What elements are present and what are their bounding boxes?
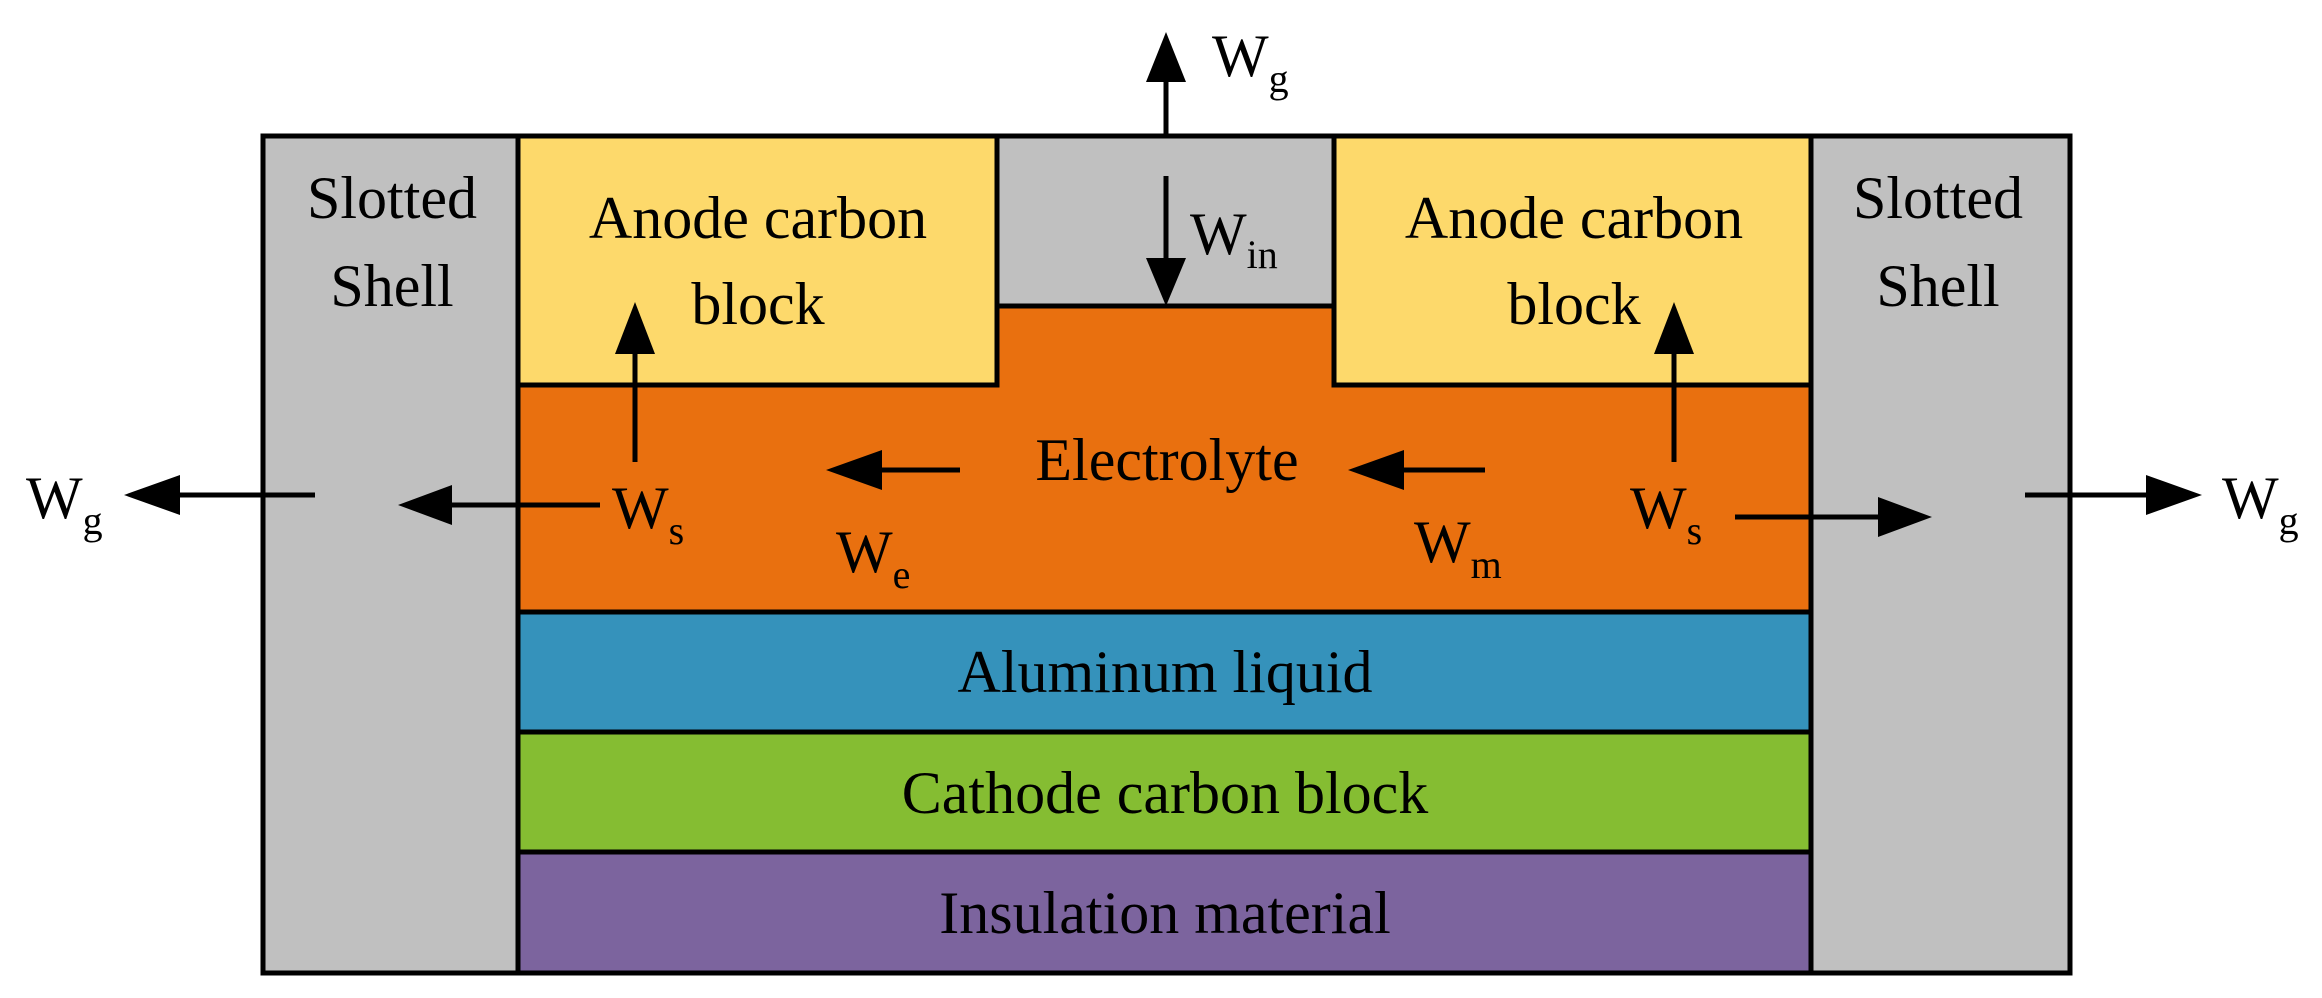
flow-symbol-wm: Wm	[1414, 509, 1502, 587]
slotted-shell-right	[1808, 133, 2073, 976]
shell-left-label-line2: Shell	[330, 253, 453, 319]
arrow-left-icon	[398, 485, 452, 525]
flow-symbol-wg-top: Wg	[1212, 23, 1289, 101]
arrow-left-icon	[826, 450, 882, 490]
flow-symbol-wg-left: Wg	[26, 465, 103, 543]
arrow-down-icon	[1146, 258, 1186, 306]
anode-left-label-line1: Anode carbon	[589, 185, 927, 251]
flow-symbol-win: Win	[1190, 201, 1278, 277]
arrow-up-icon	[615, 302, 655, 354]
insulation-material-label: Insulation material	[939, 880, 1391, 946]
arrow-up-icon	[1654, 302, 1694, 354]
slotted-shell-left	[260, 133, 521, 976]
arrow-left-icon	[1348, 450, 1404, 490]
anode-carbon-block-right	[1331, 133, 1814, 388]
anode-right-label-line1: Anode carbon	[1405, 185, 1743, 251]
aluminum-liquid-layer	[515, 609, 1814, 735]
cathode-carbon-block-layer	[515, 729, 1814, 855]
flow-symbol-we: We	[836, 519, 910, 597]
insulation-material-layer	[515, 849, 1814, 976]
flow-symbol-ws-right: Ws	[1630, 475, 1702, 553]
shell-right-label-line1: Slotted	[1853, 165, 2023, 231]
shell-left-label-line1: Slotted	[307, 165, 477, 231]
flow-symbol-wg-right: Wg	[2222, 465, 2299, 543]
arrow-up-icon	[1146, 32, 1186, 82]
anode-left-label-line2: block	[691, 271, 824, 337]
arrow-right-icon	[2146, 475, 2202, 515]
cathode-carbon-block-label: Cathode carbon block	[902, 760, 1429, 826]
anode-right-label-line2: block	[1507, 271, 1640, 337]
flow-symbol-ws-left: Ws	[612, 475, 684, 553]
arrow-left-icon	[124, 475, 180, 515]
shell-right-label-line2: Shell	[1876, 253, 1999, 319]
aluminum-liquid-label: Aluminum liquid	[957, 639, 1372, 705]
arrow-right-icon	[1878, 497, 1932, 537]
electrolyte-label: Electrolyte	[1035, 427, 1298, 493]
anode-carbon-block-left	[515, 133, 1000, 388]
